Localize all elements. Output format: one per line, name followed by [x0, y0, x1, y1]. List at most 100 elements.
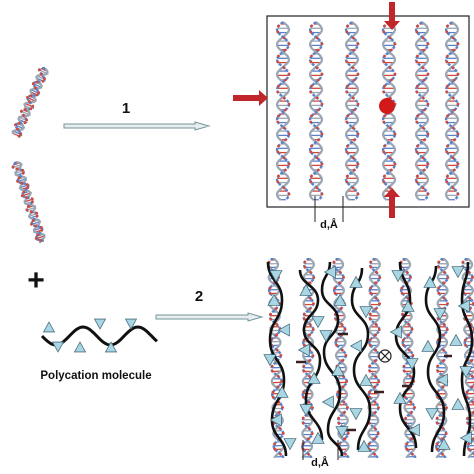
phosphate-atom [312, 276, 316, 279]
phosphate-atom [320, 72, 324, 76]
red-arrow-icon [233, 90, 268, 106]
phosphate-atom [43, 77, 46, 81]
phosphate-atom [320, 102, 324, 106]
phosphate-atom [310, 114, 313, 118]
red-arrow-icon [384, 188, 400, 218]
phosphate-atom [353, 168, 356, 172]
phosphate-atom [39, 238, 42, 242]
triangle-charge-icon [437, 437, 451, 450]
phosphate-atom [388, 156, 392, 160]
phosphate-atom [464, 343, 467, 347]
phosphate-atom [393, 162, 397, 166]
triangle-charge-icon [51, 341, 65, 353]
phosphate-atom [356, 72, 360, 76]
phosphate-atom [393, 42, 397, 46]
phosphate-atom [303, 317, 306, 321]
phosphate-atom [282, 126, 286, 130]
complex-charge-triangles [263, 265, 473, 452]
phosphate-atom [277, 174, 280, 178]
phosphate-atom [338, 442, 341, 446]
phosphate-atom [435, 447, 439, 451]
phosphate-atom [471, 276, 474, 279]
phosphate-atom [11, 165, 15, 169]
phosphate-atom [369, 265, 373, 269]
triangle-charge-icon [449, 333, 463, 346]
phosphate-atom [346, 114, 349, 118]
phosphate-atom [446, 144, 449, 148]
phosphate-atom [470, 374, 474, 378]
phosphate-atom [302, 421, 305, 425]
phosphate-atom [320, 42, 324, 46]
phosphate-atom [463, 338, 467, 342]
red-arrow-icon [384, 2, 400, 30]
phosphate-atom [273, 442, 276, 446]
phosphate-atom [345, 90, 349, 94]
phosphate-atom [390, 168, 393, 172]
free-dna-helix-bottom [11, 160, 46, 244]
phosphate-atom [453, 48, 456, 52]
phosphate-atom [383, 114, 386, 118]
phosphate-atom [351, 156, 355, 160]
phosphate-atom [22, 190, 26, 194]
phosphate-atom [470, 385, 474, 389]
phosphate-atom [456, 72, 460, 76]
phosphate-atom [345, 120, 349, 124]
backbone-strand [14, 160, 46, 244]
phosphate-atom [302, 312, 306, 316]
phosphate-atom [401, 338, 405, 342]
phosphate-atom [30, 197, 34, 201]
backbone-strand [461, 258, 474, 458]
phosphate-atom [31, 200, 34, 204]
phosphate-atom [287, 72, 291, 76]
phosphate-atom [446, 302, 449, 305]
phosphate-atom [341, 385, 345, 389]
phosphate-atom [332, 260, 336, 264]
phosphate-atom [309, 90, 313, 94]
polycation-chain [266, 261, 288, 457]
phosphate-atom [435, 442, 439, 446]
phosphate-atom [346, 24, 349, 28]
phosphate-atom [416, 114, 419, 118]
phosphate-atom [356, 42, 360, 46]
phosphate-atom [423, 138, 426, 142]
phosphate-atom [276, 180, 280, 184]
phosphate-atom [382, 60, 386, 64]
phosphate-atom [356, 162, 360, 166]
triangle-charge-icon [357, 439, 371, 452]
phosphate-atom [368, 364, 372, 368]
phosphate-atom [309, 120, 313, 124]
phosphate-atom [29, 210, 33, 214]
phosphate-atom [20, 181, 24, 185]
phosphate-atom [368, 395, 371, 399]
phosphate-atom [409, 276, 412, 279]
phosphate-atom [340, 322, 343, 326]
phosphate-atom [351, 126, 355, 130]
phosphate-atom [411, 452, 414, 456]
phosphate-atom [346, 432, 350, 435]
phosphate-atom [34, 237, 38, 240]
phosphate-atom [382, 30, 386, 34]
phosphate-atom [269, 312, 272, 316]
phosphate-atom [335, 343, 338, 347]
phosphate-atom [470, 359, 473, 363]
phosphate-atom [310, 432, 314, 435]
phosphate-atom [383, 174, 386, 178]
phosphate-atom [435, 416, 439, 420]
phosphate-atom [37, 68, 41, 72]
base-pair [17, 178, 27, 183]
phosphate-atom [467, 447, 471, 451]
phosphate-atom [345, 150, 349, 154]
phosphate-atom [368, 369, 372, 373]
phosphate-atom [287, 132, 291, 136]
phosphate-atom [437, 265, 441, 269]
phosphate-atom [445, 150, 449, 154]
phosphate-atom [445, 120, 449, 124]
phosphate-atom [341, 348, 344, 352]
triangle-charge-icon [451, 397, 465, 410]
phosphate-atom [456, 132, 460, 136]
phosphate-atom [317, 108, 320, 112]
phosphate-atom [277, 54, 280, 58]
phosphate-atom [451, 36, 455, 40]
triangle-charge-icon [393, 391, 407, 404]
phosphate-atom [453, 108, 456, 112]
